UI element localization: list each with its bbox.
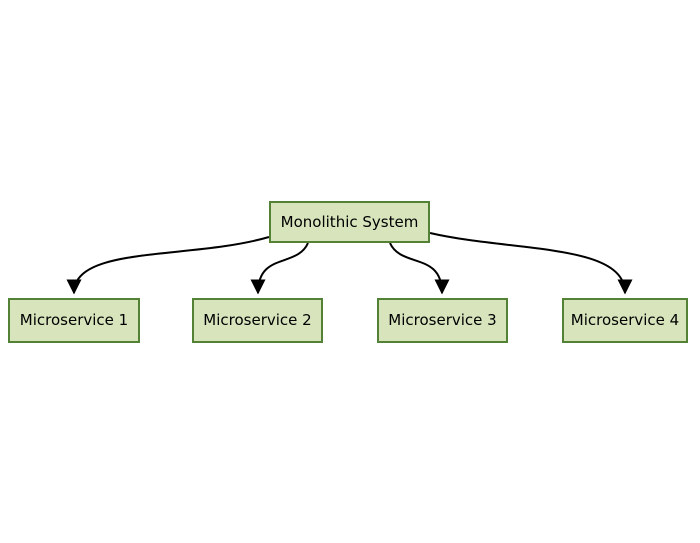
node-microservice-4-label: Microservice 4: [570, 311, 680, 329]
node-microservice-4: Microservice 4: [562, 298, 688, 343]
node-microservice-2: Microservice 2: [192, 298, 323, 343]
arrow-monolithic-to-microservice-4: [429, 232, 633, 295]
arrow-monolithic-to-microservice-3: [389, 242, 450, 295]
node-microservice-3: Microservice 3: [377, 298, 508, 343]
node-monolithic-system: Monolithic System: [269, 201, 430, 243]
node-microservice-2-label: Microservice 2: [203, 311, 312, 329]
node-microservice-1: Microservice 1: [8, 298, 140, 343]
node-monolithic-system-label: Monolithic System: [280, 212, 419, 231]
node-microservice-3-label: Microservice 3: [388, 311, 497, 329]
arrow-monolithic-to-microservice-2: [250, 242, 309, 295]
arrow-monolithic-to-microservice-1: [66, 236, 270, 295]
node-microservice-1-label: Microservice 1: [19, 311, 129, 329]
